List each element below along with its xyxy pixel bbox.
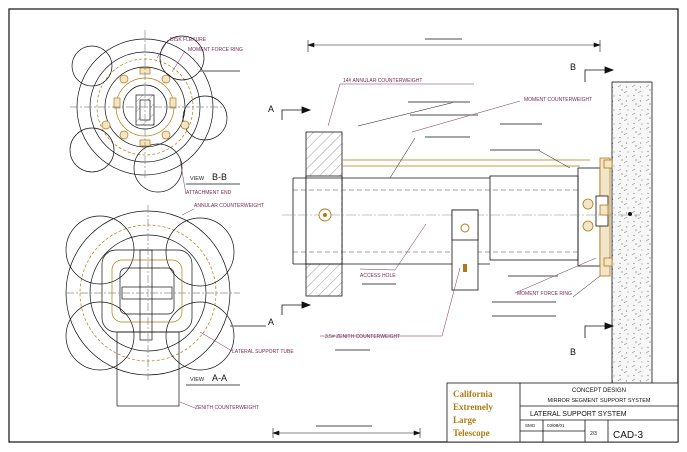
aa-leaders (179, 208, 233, 409)
label-moment-counterweight: MOMENT COUNTERWEIGHT (524, 97, 592, 103)
view-aa-letters: A-A (212, 373, 227, 383)
logo-line-2: Extremely (453, 402, 493, 412)
title-drawing-name: LATERAL SUPPORT SYSTEM (530, 411, 627, 418)
label-annular-counterweight-right: 14# ANNULAR COUNTERWEIGHT (343, 78, 422, 84)
title-system: MIRROR SEGMENT SUPPORT SYSTEM (548, 398, 651, 404)
logo-line-4: Telescope (453, 428, 490, 438)
bb-leaders (156, 39, 187, 195)
mounting-wall (611, 81, 653, 443)
title-date: 03/08/01 (547, 423, 565, 428)
view-bb-drawing (69, 30, 228, 193)
section-arrows (281, 66, 615, 338)
illegible-notes (230, 101, 558, 427)
section-mark-b-top: B (570, 62, 576, 72)
label-zenith-counterweight-left: ZENITH COUNTERWEIGHT (195, 405, 259, 411)
bottom-dimension (272, 428, 421, 438)
label-annular-counterweight-left: ANNULAR COUNTERWEIGHT (194, 203, 264, 209)
title-author: SMG (525, 423, 536, 428)
title-concept: CONCEPT DESIGN (572, 388, 626, 394)
logo-line-3: Large (453, 415, 476, 425)
overall-dimension (307, 40, 601, 52)
pivot-center (323, 213, 327, 217)
zenith-pivot (460, 223, 470, 233)
section-mark-a-bottom: A (268, 317, 274, 327)
section-mark-a-top: A (268, 104, 274, 114)
zenith-pin (463, 264, 467, 272)
label-attachment-end: ATTACHMENT END (186, 190, 232, 196)
label-lateral-support-tube: LATERAL SUPPORT TUBE (232, 349, 294, 355)
label-moment-force-ring-top: MOMENT FORCE RING (188, 47, 243, 53)
view-bb-word: VIEW (190, 176, 205, 182)
sheet-border (8, 8, 679, 443)
view-aa-drawing (65, 205, 240, 407)
label-access-hole: ACCESS HOLE (360, 273, 396, 279)
logo-line-1: California (453, 389, 493, 399)
section-aux-leaders (357, 101, 601, 298)
title-block (446, 382, 679, 443)
title-sheet: 2/3 (590, 431, 597, 437)
label-zenith-counterweight-right: 3.5# ZENITH COUNTERWEIGHT (325, 334, 400, 340)
view-bb-letters: B-B (212, 172, 227, 182)
title-dwg-number: CAD-3 (613, 430, 643, 441)
label-moment-force-ring-right: MOMENT FORCE RING (517, 291, 572, 297)
view-aa-word: VIEW (190, 377, 205, 383)
wall-anchor (628, 212, 632, 216)
section-mark-b-bottom: B (570, 347, 576, 357)
moment-ring-fittings (582, 159, 613, 267)
label-disk-flexure: DISK FLEXURE (170, 37, 207, 43)
